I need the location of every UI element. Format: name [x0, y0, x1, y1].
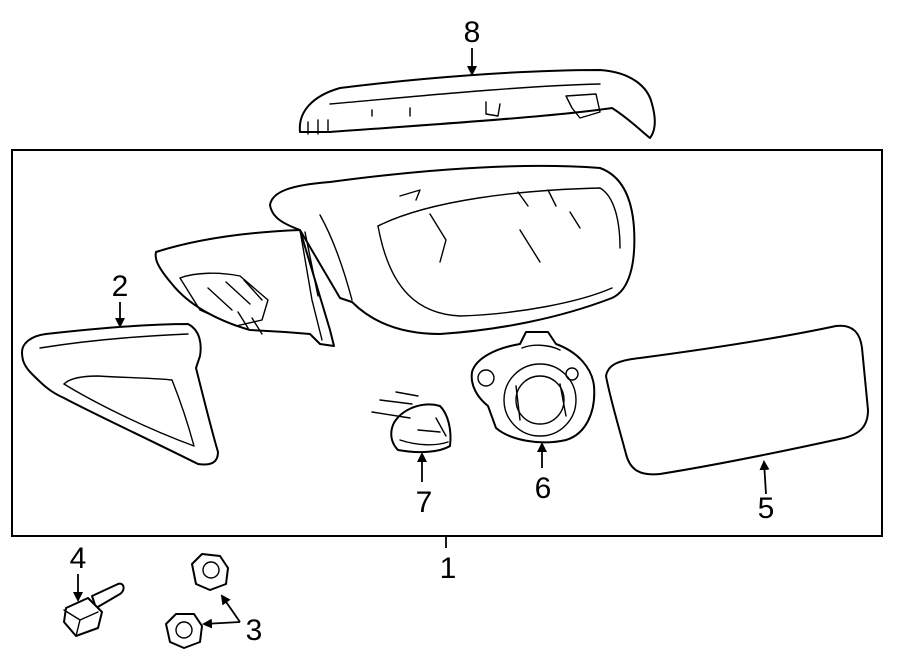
assembly-frame — [11, 149, 883, 537]
callout-5: 5 — [758, 492, 775, 525]
mounting-bolt — [63, 582, 125, 637]
leader-3-upper — [220, 594, 241, 623]
callout-3: 3 — [246, 614, 263, 647]
wire-clip — [371, 391, 452, 454]
callout-2: 2 — [112, 270, 129, 303]
leader-3-lower — [202, 618, 241, 629]
callout-8: 8 — [464, 16, 481, 49]
callout-6: 6 — [535, 472, 552, 505]
callout-7: 7 — [416, 486, 433, 519]
mirror-actuator-motor — [470, 331, 596, 444]
callout-1: 1 — [440, 552, 457, 585]
flange-nut-lower — [165, 613, 203, 649]
flange-nut-upper — [191, 553, 229, 591]
skull-cap-cover — [298, 69, 656, 139]
mirror-housing-assembly — [154, 164, 636, 347]
callout-4: 4 — [70, 542, 87, 575]
mirror-glass — [605, 324, 869, 476]
leader-5 — [759, 460, 770, 495]
lower-cover — [21, 323, 219, 466]
